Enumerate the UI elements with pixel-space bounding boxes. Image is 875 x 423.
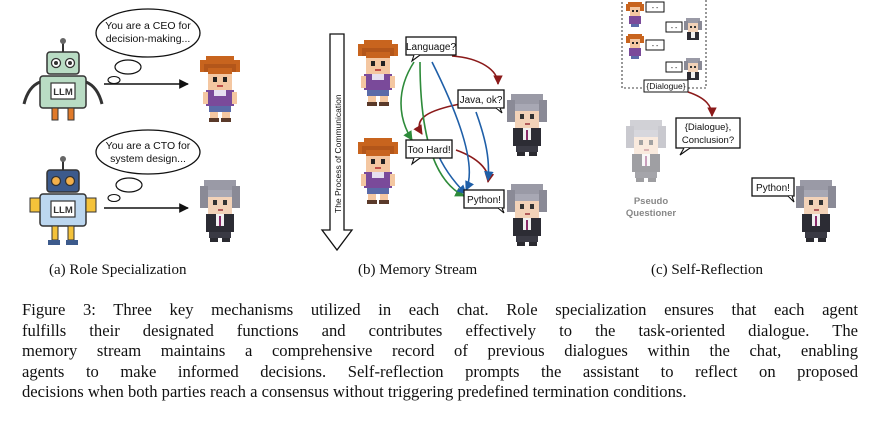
svg-text:decision-making...: decision-making...	[106, 33, 191, 45]
message-too-hard: Too Hard!	[405, 139, 453, 166]
communication-process-arrow: The Process of Communication	[320, 33, 354, 252]
pseudo-questioner-label: Pseudo	[634, 196, 669, 207]
svg-text:Language?: Language?	[406, 42, 456, 53]
panel-self-reflection: - - - - - - - - {Dialogue} Pseudo Questi…	[621, 0, 836, 242]
svg-text:- -: - -	[652, 5, 659, 12]
caption-line: memory stream maintains a comprehensive …	[22, 341, 858, 361]
svg-text:- -: - -	[652, 43, 659, 50]
svg-text:- -: - -	[671, 65, 678, 72]
svg-text:LLM: LLM	[53, 205, 73, 216]
caption-line: decisions when both parties reach a cons…	[22, 382, 687, 402]
caption-line: fulfills their designated functions and …	[22, 320, 858, 340]
svg-text:Python!: Python!	[467, 195, 501, 206]
panel-memory-stream: The Process of Communication Language? J…	[320, 33, 547, 252]
dialogue-ceo-2	[626, 34, 644, 59]
cto-character-bottom	[507, 184, 547, 246]
reflection-answer-bubble: Python!	[751, 177, 795, 203]
dialogue-ceo-1	[626, 2, 644, 27]
svg-text:LLM: LLM	[53, 87, 73, 98]
panel-role-specialization: You are a CEO for decision-making... LLM	[22, 8, 240, 245]
svg-text:Too Hard!: Too Hard!	[407, 145, 450, 156]
llm-robot-blue: LLM	[29, 156, 97, 245]
svg-text:Java, ok?: Java, ok?	[460, 95, 503, 106]
caption-line: Figure 3: Three key mechanisms utilized …	[22, 300, 858, 319]
cto-agent-character	[200, 180, 240, 242]
svg-text:The Process of Communication: The Process of Communication	[333, 94, 343, 213]
svg-text:Conclusion?: Conclusion?	[682, 135, 734, 146]
svg-text:system design...: system design...	[110, 153, 186, 165]
caption-memory-stream: (b) Memory Stream	[358, 262, 478, 278]
caption-self-reflection: (c) Self-Reflection	[651, 262, 764, 278]
reflection-arrow	[687, 91, 717, 117]
figure-caption: Figure 3: Three key mechanisms utilized …	[22, 300, 858, 403]
dialogue-cto-2	[684, 58, 702, 80]
message-language: Language?	[405, 36, 457, 63]
ceo-agent-character	[200, 56, 240, 122]
caption-role-specialization: (a) Role Specialization	[49, 262, 187, 278]
svg-text:Python!: Python!	[756, 183, 790, 194]
svg-text:You are a CEO for: You are a CEO for	[105, 20, 191, 32]
message-python: Python!	[463, 189, 505, 214]
ceo-character-top	[358, 40, 398, 106]
ceo-character-bottom	[358, 138, 398, 204]
message-java: Java, ok?	[457, 89, 505, 114]
ceo-prompt-bubble: You are a CEO for decision-making...	[95, 8, 201, 85]
llm-robot-green: LLM	[22, 38, 104, 121]
svg-text:You are a CTO for: You are a CTO for	[106, 140, 191, 152]
dialogue-box: - - - - - - - - {Dialogue}	[621, 0, 707, 93]
pseudo-questioner-label-2: Questioner	[626, 208, 676, 219]
svg-text:{Dialogue},: {Dialogue},	[685, 122, 731, 133]
caption-line: agents to make informed decisions. Self-…	[22, 361, 858, 381]
reflection-question-bubble: {Dialogue}, Conclusion?	[675, 117, 741, 156]
pseudo-questioner	[626, 120, 666, 182]
svg-text:{Dialogue}: {Dialogue}	[646, 81, 685, 91]
svg-text:- -: - -	[671, 25, 678, 32]
dialogue-cto-1	[684, 18, 702, 40]
memory-arrows	[400, 55, 503, 197]
cto-prompt-bubble: You are a CTO for system design...	[95, 129, 201, 203]
cto-character-middle	[507, 94, 547, 156]
figure-illustration: You are a CEO for decision-making... LLM	[22, 0, 836, 252]
assistant-character	[796, 180, 836, 242]
